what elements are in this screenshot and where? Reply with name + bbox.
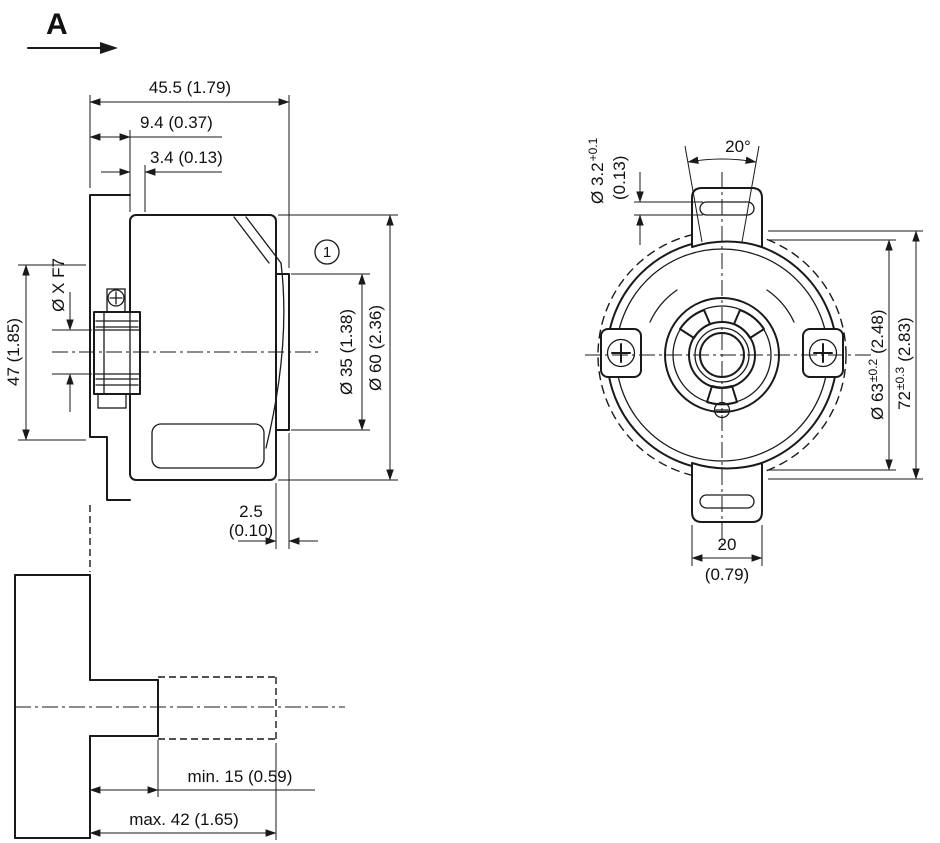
view-label: A [46, 8, 68, 41]
dim-tab-width-in-label: (0.79) [705, 565, 749, 584]
cable-outlet-edge-2 [233, 216, 270, 264]
side-view-dimensions: 45.5 (1.79) 9.4 (0.37) 3.4 (0.13) Ø X F7… [4, 78, 398, 549]
view-arrow-icon [100, 42, 118, 54]
housing-arc-right [766, 289, 795, 323]
label-plate [151, 423, 265, 469]
clamp-screw-icon [107, 289, 125, 307]
callout-1: 1 [314, 239, 340, 265]
dim-step-depth-label: 3.4 (0.13) [150, 148, 223, 167]
dim-slot-dia-label: Ø 3.2+0.1 [586, 137, 607, 204]
clamp-screw-body [106, 288, 126, 313]
hub-lower-tab [97, 393, 127, 409]
dim-angle-label: 20° [725, 137, 751, 156]
encoder-body-outline [129, 214, 290, 481]
callout-1-label: 1 [323, 244, 331, 261]
dim-height72-label: 72±0.3(2.83) [893, 317, 914, 410]
dim-height-label: 47 (1.85) [4, 318, 23, 386]
tether-slot-bottom [699, 494, 755, 509]
clamp-hub [93, 311, 141, 395]
dim-clamp-in-label: (0.10) [229, 521, 273, 540]
dim-clamp-mm-label: 2.5 [239, 502, 263, 521]
dim-dia35-label: Ø 35 (1.38) [337, 309, 356, 395]
front-view-dimensions: 20° Ø 3.2+0.1 (0.13) Ø 63±0.2(2.48) 72±0… [586, 137, 923, 584]
callout-circle-icon [314, 239, 340, 265]
view-direction-indicator: A [27, 8, 118, 54]
tether-slot-top [699, 201, 755, 216]
dim-shaft-depth-label: 9.4 (0.37) [140, 113, 213, 132]
dim-total-depth-label: 45.5 (1.79) [149, 78, 231, 97]
cable-outlet-edge [245, 216, 282, 264]
side-view: 1 45.5 (1.79) 9.4 (0.37) 3.4 (0.13) Ø [4, 78, 398, 840]
dim-max-insert-label: max. 42 (1.65) [129, 810, 239, 829]
motor-shaft-detail: min. 15 (0.59) max. 42 (1.65) [14, 574, 345, 840]
hollow-shaft-hub [93, 288, 141, 409]
housing-arc-left [649, 289, 678, 323]
cover-contour [265, 262, 285, 449]
tether-tab-top [691, 187, 763, 248]
tether-tab-bottom [691, 462, 763, 523]
dim-dia63-label: Ø 63±0.2(2.48) [866, 309, 887, 420]
dim-min-insert-label: min. 15 (0.59) [188, 767, 293, 786]
spring-plate-outline [597, 230, 847, 480]
dim-slot-inch-label: (0.13) [610, 156, 629, 200]
dim-dia60-label: Ø 60 (2.36) [366, 305, 385, 391]
phillips-screw-left-icon [606, 338, 636, 368]
screw-plate-left [600, 328, 642, 378]
front-view: 20° Ø 3.2+0.1 (0.13) Ø 63±0.2(2.48) 72±0… [585, 137, 923, 584]
screw-plate-right [802, 328, 844, 378]
dim-bore-label: Ø X F7 [49, 258, 68, 312]
phillips-screw-right-icon [808, 338, 838, 368]
mounting-plate-outline [89, 194, 131, 572]
dim-tab-width-mm-label: 20 [718, 535, 737, 554]
